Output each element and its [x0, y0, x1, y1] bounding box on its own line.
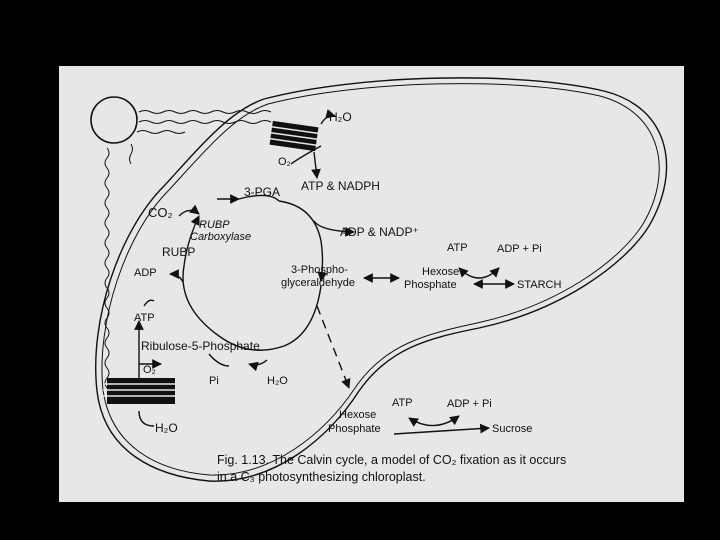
diagram-labels: H₂O O₂ ATP & NADPH ADP & NADP⁺ 3-PGA CO₂…: [134, 110, 561, 435]
hexose-1-line2: Phosphate: [404, 279, 457, 291]
o2-top-label: O₂: [278, 156, 291, 168]
thylakoid-stack-bottom: [103, 378, 181, 404]
ribulose-label: Ribulose-5-Phosphate: [141, 339, 260, 353]
pga-label: 3-PGA: [244, 185, 280, 199]
phospho-label-2: glyceraldehyde: [281, 277, 355, 289]
slide-page: H₂O O₂ ATP & NADPH ADP & NADP⁺ 3-PGA CO₂…: [59, 66, 684, 502]
h2o-mid-label: H₂O: [267, 375, 288, 387]
adp-nadp-label: ADP & NADP⁺: [340, 225, 419, 239]
hexose-1-line1: Hexose: [422, 266, 459, 278]
caption-line-1: Fig. 1.13. The Calvin cycle, a model of …: [217, 453, 566, 467]
phospho-label-1: 3-Phospho-: [291, 264, 348, 276]
atp-starch-label: ATP: [447, 242, 468, 254]
atp-sucrose-label: ATP: [392, 397, 413, 409]
starch-label: STARCH: [517, 279, 561, 291]
thylakoid-stack-top: [263, 120, 325, 152]
pi-label: Pi: [209, 375, 219, 387]
adp-pi-starch-label: ADP + Pi: [497, 243, 542, 255]
calvin-cycle-diagram: H₂O O₂ ATP & NADPH ADP & NADP⁺ 3-PGA CO₂…: [90, 77, 668, 484]
sun-icon: [90, 96, 272, 389]
chloroplast-outline: [95, 77, 668, 482]
adp-pi-sucrose-label: ADP + Pi: [447, 398, 492, 410]
caption-line-2: in a C₃ photosynthesizing chloroplast.: [217, 470, 426, 484]
atp-left-label: ATP: [134, 312, 155, 324]
adp-left-label: ADP: [134, 267, 157, 279]
h2o-bottom-label: H₂O: [155, 421, 178, 435]
atp-nadph-label: ATP & NADPH: [301, 179, 380, 193]
figure-caption: Fig. 1.13. The Calvin cycle, a model of …: [217, 453, 566, 484]
rubp-label: RUBP: [162, 245, 195, 259]
co2-label: CO₂: [148, 205, 173, 220]
h2o-top-label: H₂O: [329, 110, 352, 124]
hexose-2-line1: Hexose: [339, 409, 376, 421]
sucrose-label: Sucrose: [492, 423, 532, 435]
o2-bottom-label: O₂: [143, 364, 156, 376]
rubp-carboxylase-label-1: RUBP: [199, 219, 230, 231]
hexose-2-line2: Phosphate: [328, 423, 381, 435]
rubp-carboxylase-label-2: Carboxylase: [190, 231, 251, 243]
